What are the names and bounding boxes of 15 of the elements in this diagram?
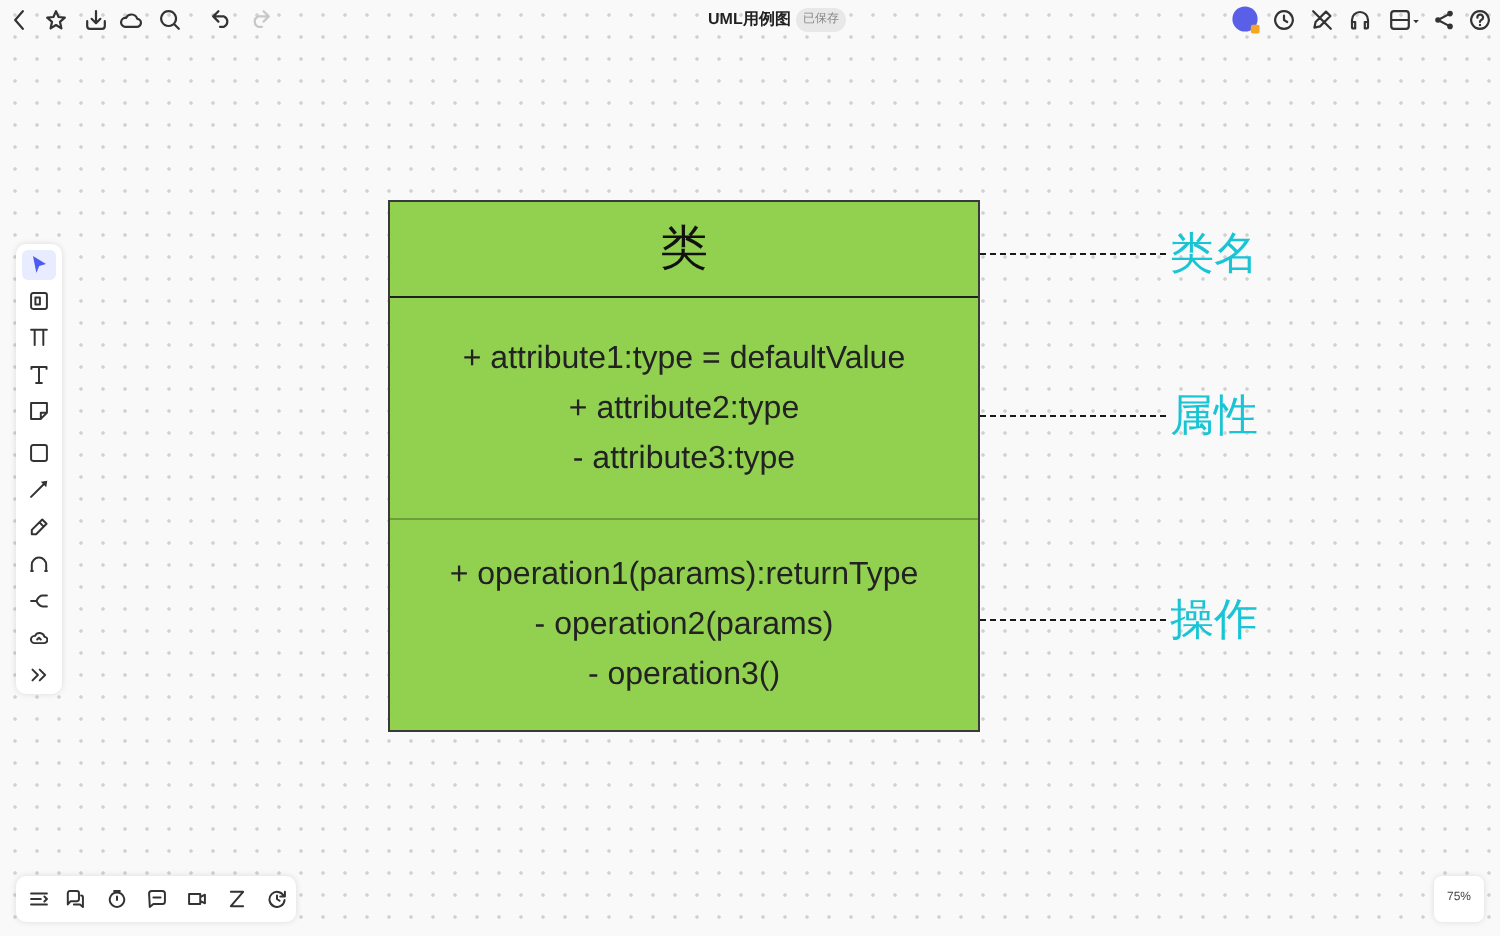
document-title: UML用例图 [708, 10, 791, 30]
callout-label: 操作 [1170, 592, 1258, 648]
leader-line [978, 414, 1166, 418]
class-name: 类 [660, 219, 708, 279]
callout-label: 属性 [1170, 388, 1258, 444]
attribute-text: + attribute1:type = defaultValue [462, 339, 906, 379]
operation-text: - operation3() [587, 656, 781, 696]
callout-label: 类名 [1170, 226, 1258, 282]
leader-line [978, 618, 1166, 622]
class-box [388, 200, 980, 732]
operation-text: - operation2(params) [534, 606, 834, 646]
attribute-text: + attribute2:type [568, 389, 800, 429]
attribute-text: - attribute3:type [572, 439, 796, 479]
leader-line [978, 252, 1166, 256]
operation-text: + operation1(params):returnType [449, 556, 919, 596]
